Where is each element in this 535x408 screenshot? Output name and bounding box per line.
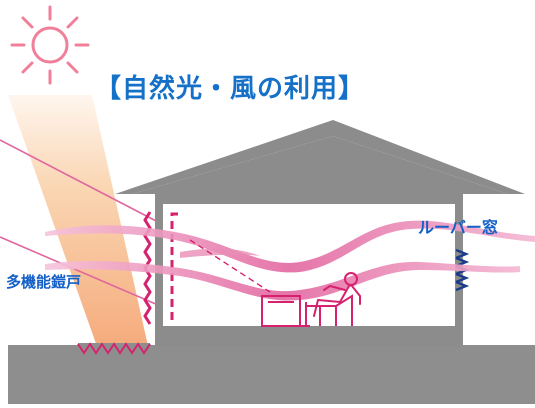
foundation-lattice — [77, 342, 151, 355]
diagram-title: 【自然光・風の利用】 — [95, 74, 366, 104]
sun-ray-2 — [0, 236, 159, 306]
sun-ray-1 — [0, 139, 159, 223]
foundation-vent — [78, 343, 150, 353]
house-roof — [115, 120, 525, 194]
house-floor — [155, 326, 463, 346]
sun-icon — [10, 5, 90, 85]
wind-flow-inner — [180, 248, 260, 258]
ground — [8, 345, 535, 404]
storm-shutter-label: 多機能鎧戸 — [6, 273, 82, 291]
house-roof-fill — [132, 136, 508, 194]
person-icon — [313, 272, 361, 317]
room-furniture — [261, 294, 353, 327]
sunbeam — [8, 95, 150, 355]
sunlight-dashed-ray — [189, 239, 271, 293]
house-ceiling — [155, 194, 463, 204]
inner-window — [170, 212, 178, 324]
wind-flow-lower — [45, 261, 520, 301]
wind-flow-upper — [45, 220, 535, 273]
louver-window-label: ルーバー窓 — [418, 218, 498, 237]
